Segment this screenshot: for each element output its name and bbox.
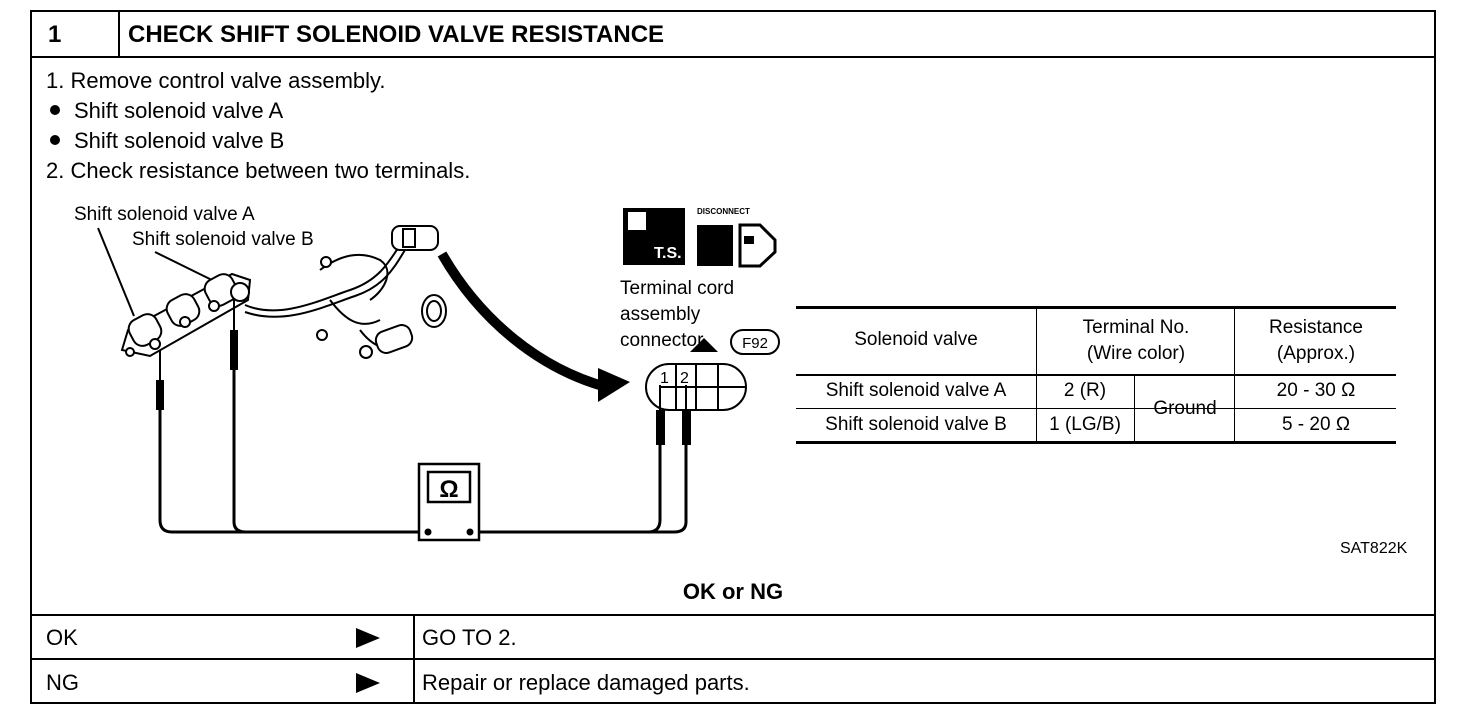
table-ground-cell: Ground bbox=[1153, 398, 1217, 419]
results-divider-top bbox=[30, 614, 1436, 616]
arrow-head-icon bbox=[598, 368, 630, 402]
svg-text:Ω: Ω bbox=[439, 476, 458, 503]
probe-wires bbox=[156, 300, 691, 534]
solenoid-valve-assembly-icon bbox=[120, 272, 252, 358]
terminal-connector-icon: 1 2 bbox=[645, 363, 747, 411]
connector-label-3: connector bbox=[620, 330, 704, 351]
table-header-solenoid: Solenoid valve bbox=[854, 329, 978, 350]
leader-line-b bbox=[154, 251, 221, 285]
result-ok-status: OK bbox=[46, 625, 78, 650]
result-ok-action: GO TO 2. bbox=[422, 625, 517, 650]
table-row-b-terminal: 1 (LG/B) bbox=[1049, 414, 1121, 435]
ohmmeter-icon: Ω bbox=[417, 462, 481, 542]
instruction-line-1: 1. Remove control valve assembly. bbox=[46, 68, 386, 93]
figure-code: SAT822K bbox=[1340, 540, 1408, 557]
result-prompt: OK or NG bbox=[682, 579, 784, 604]
connector-code-badge: F92 bbox=[690, 329, 780, 355]
svg-text:F92: F92 bbox=[742, 335, 768, 352]
harness-assembly-icon bbox=[244, 225, 447, 359]
table-row-b-valve: Shift solenoid valve B bbox=[825, 414, 1007, 435]
header-divider bbox=[30, 56, 1436, 58]
result-ng-action: Repair or replace damaged parts. bbox=[422, 670, 750, 695]
connector-label-2: assembly bbox=[620, 304, 701, 325]
results-divider-middle bbox=[30, 658, 1436, 660]
bullet-icon bbox=[50, 105, 60, 116]
instruction-line-2: 2. Check resistance between two terminal… bbox=[46, 158, 471, 183]
step-title: CHECK SHIFT SOLENOID VALVE RESISTANCE bbox=[128, 21, 665, 48]
leader-line-a bbox=[97, 227, 135, 317]
table-header-resistance-1: Resistance bbox=[1269, 317, 1363, 338]
table-header-terminal-2: (Wire color) bbox=[1086, 343, 1186, 364]
pointer-triangle-icon bbox=[690, 338, 718, 352]
connector-label-1: Terminal cord bbox=[620, 278, 735, 299]
test-service-icon: T.S. bbox=[623, 208, 685, 265]
label-valve-b: Shift solenoid valve B bbox=[132, 229, 314, 250]
table-header-resistance-2: (Approx.) bbox=[1276, 343, 1356, 364]
instruction-bullet-1: Shift solenoid valve A bbox=[50, 98, 283, 124]
table-row-a-terminal: 2 (R) bbox=[1063, 380, 1107, 401]
ok-arrow-icon bbox=[354, 624, 382, 657]
direction-arrow bbox=[437, 251, 612, 393]
result-ng-status: NG bbox=[46, 670, 79, 695]
svg-text:T.S.: T.S. bbox=[654, 245, 682, 262]
bullet-icon bbox=[50, 135, 60, 146]
instruction-bullet-2: Shift solenoid valve B bbox=[50, 128, 284, 154]
table-row-b-resistance: 5 - 20 Ω bbox=[1281, 414, 1351, 435]
table-header-terminal-1: Terminal No. bbox=[1082, 317, 1190, 338]
svg-text:DISCONNECT: DISCONNECT bbox=[697, 207, 750, 216]
ng-arrow-icon bbox=[354, 669, 382, 702]
table-row-a-valve: Shift solenoid valve A bbox=[825, 380, 1007, 401]
header-column-divider bbox=[118, 10, 120, 57]
step-number: 1 bbox=[48, 21, 62, 48]
table-row-a-resistance: 20 - 30 Ω bbox=[1276, 380, 1356, 401]
disconnect-icon: DISCONNECT bbox=[697, 207, 777, 268]
label-valve-a: Shift solenoid valve A bbox=[74, 204, 255, 225]
svg-text:1: 1 bbox=[660, 370, 669, 387]
svg-text:2: 2 bbox=[680, 370, 689, 387]
procedure-frame bbox=[30, 10, 1436, 704]
results-column-divider bbox=[413, 614, 415, 704]
